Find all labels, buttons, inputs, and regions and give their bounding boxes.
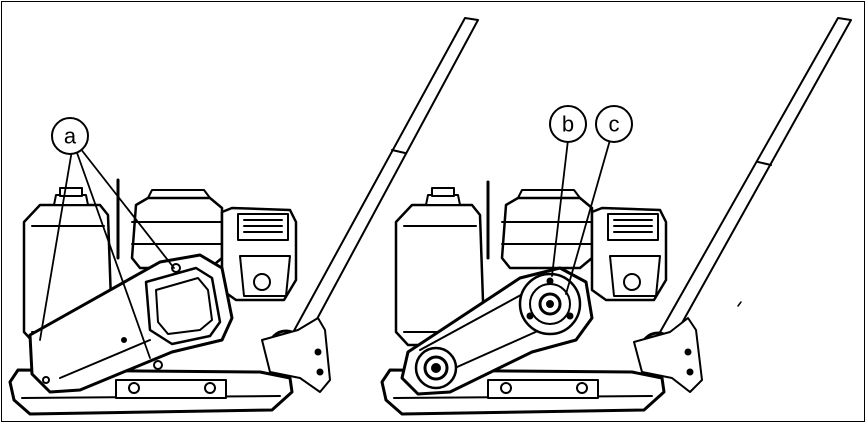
callout-c-label: c <box>609 112 620 137</box>
callout-c <box>565 105 633 295</box>
right-engine <box>500 189 668 302</box>
right-machine <box>380 17 852 416</box>
left-machine <box>8 17 479 416</box>
left-belt-guard <box>28 253 234 394</box>
callout-a-label: a <box>64 124 77 149</box>
left-handle <box>261 17 479 393</box>
left-engine <box>130 189 298 302</box>
callout-b-label: b <box>562 112 574 137</box>
right-fuel-tank <box>394 180 490 347</box>
callout-a <box>39 117 175 359</box>
right-handle <box>633 17 852 393</box>
right-belt-drive <box>400 266 594 396</box>
callout-b <box>549 105 587 277</box>
